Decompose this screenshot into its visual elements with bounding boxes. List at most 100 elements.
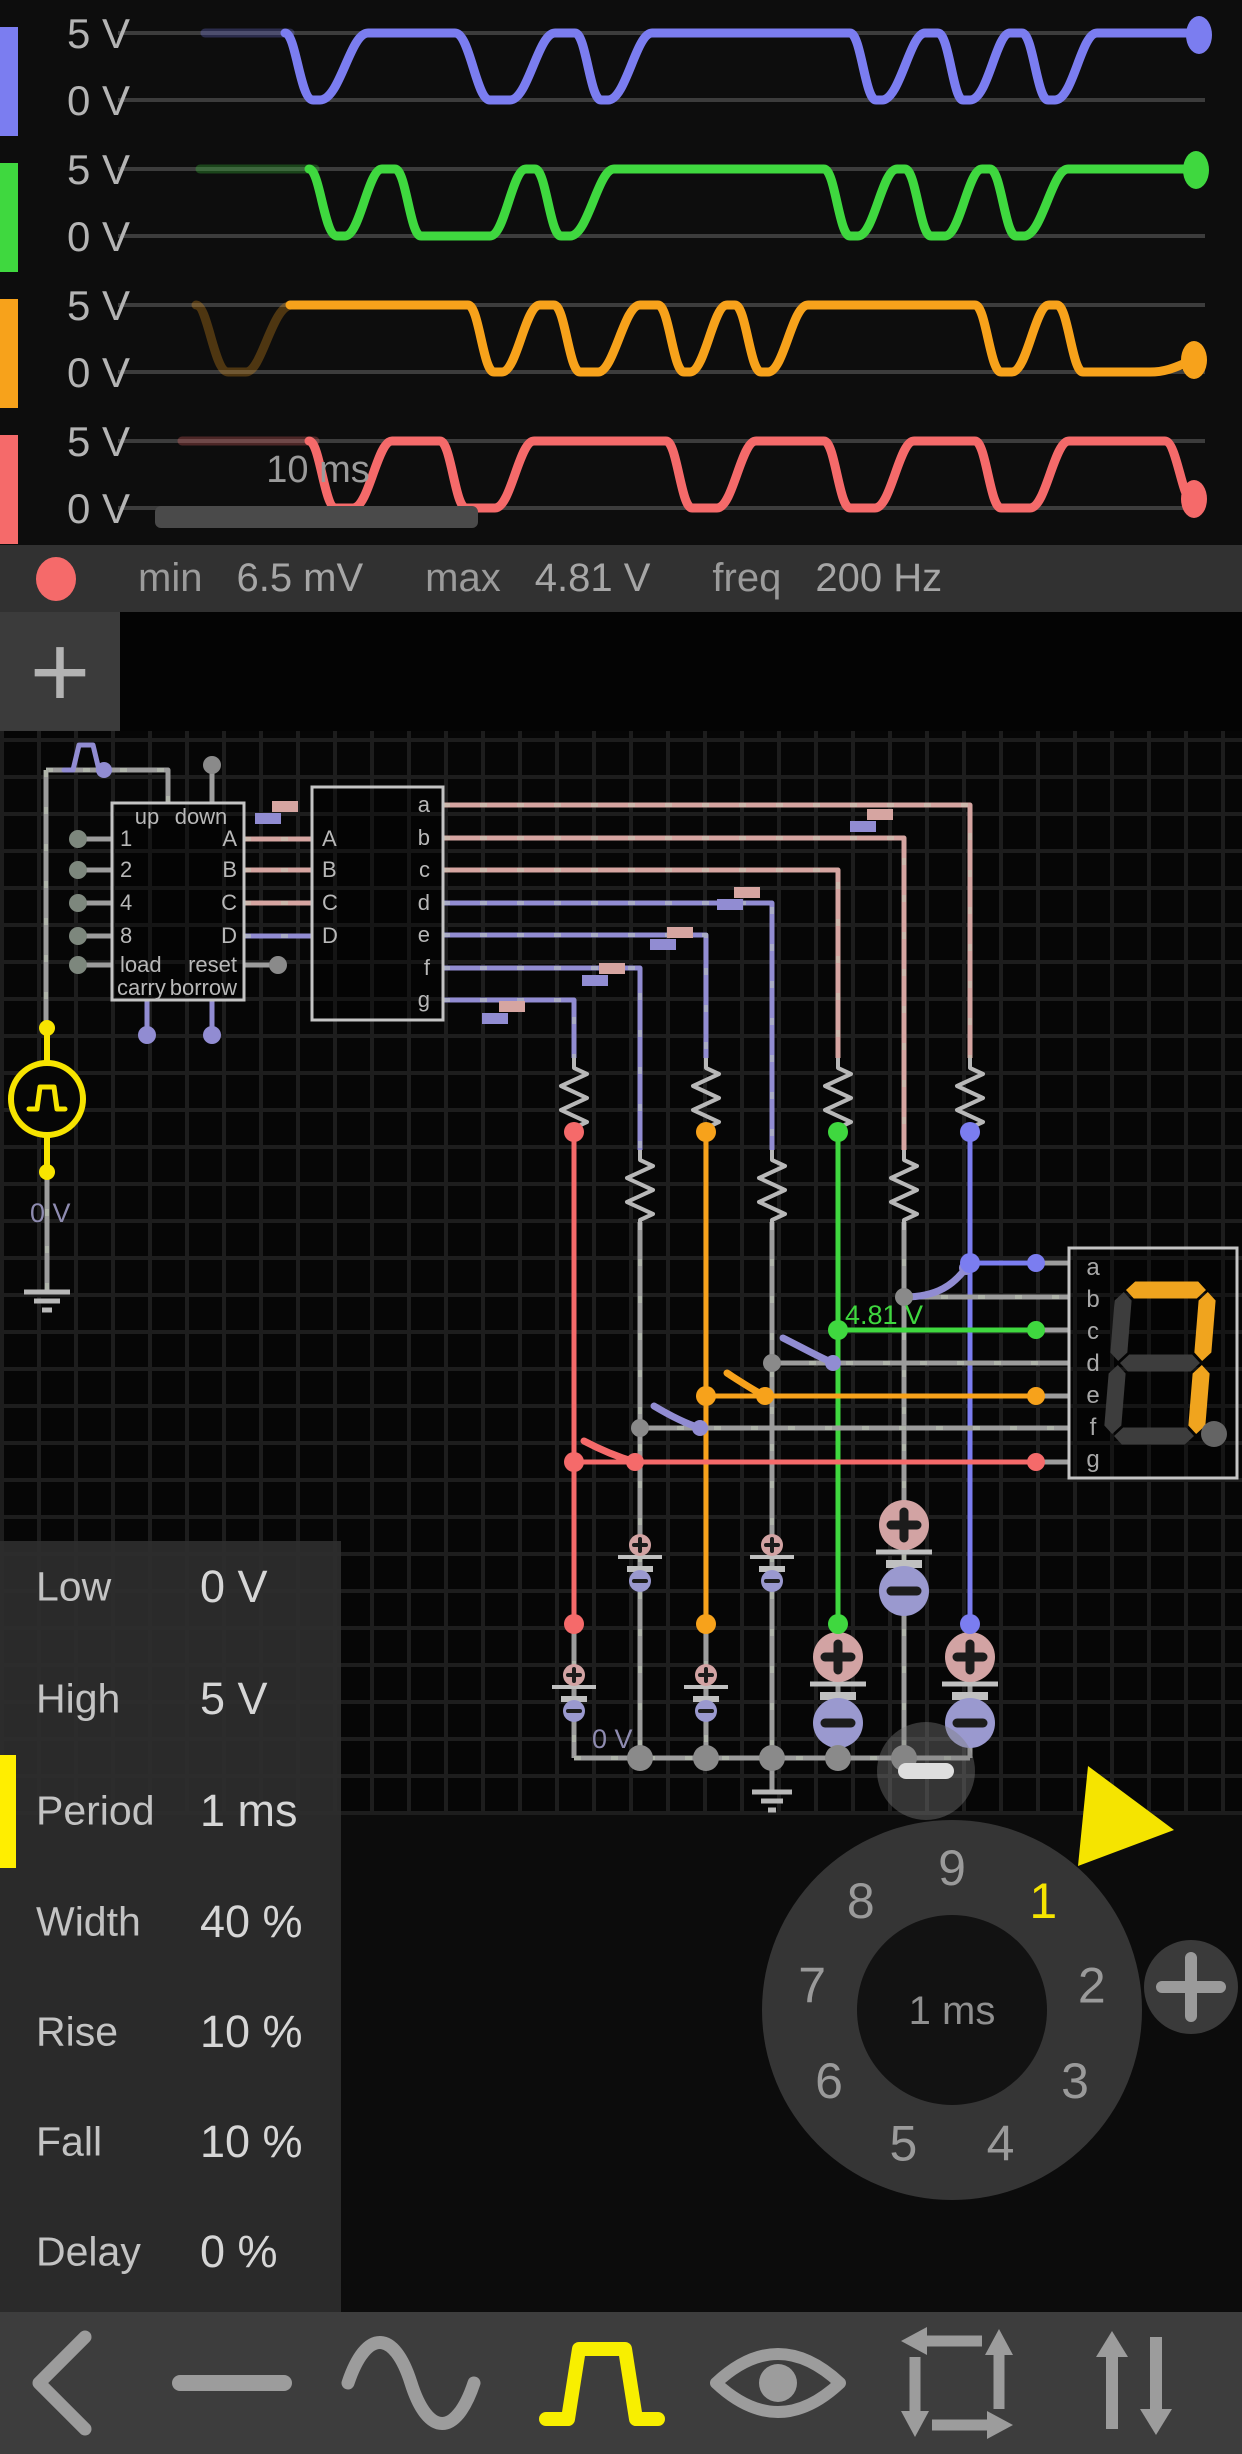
property-row-width[interactable]: Width 40 % xyxy=(36,1895,303,1947)
battery[interactable] xyxy=(942,1632,998,1748)
scope-probe-button[interactable] xyxy=(708,2312,848,2454)
time-scale-bar[interactable] xyxy=(155,506,478,528)
svg-text:borrow: borrow xyxy=(170,975,237,1000)
svg-text:A: A xyxy=(322,826,337,851)
svg-text:B: B xyxy=(322,857,337,882)
dial-number-6[interactable]: 6 xyxy=(815,2053,843,2109)
zoom-out-button[interactable] xyxy=(877,1722,975,1820)
sine-wave-icon xyxy=(341,2336,481,2430)
pulse-wave-icon xyxy=(539,2342,665,2426)
battery[interactable] xyxy=(810,1632,866,1748)
svg-text:f: f xyxy=(1090,1414,1097,1441)
pulse-source-button[interactable] xyxy=(532,2312,672,2454)
segment-c xyxy=(1188,1365,1210,1434)
battery[interactable] xyxy=(552,1664,596,1722)
pulse-symbol xyxy=(61,742,111,773)
channel-1: 5 V0 V xyxy=(0,10,1212,136)
measurement-bar: min 6.5 mV max 4.81 V freq 200 Hz xyxy=(0,545,1242,612)
channel-4-cursor-dot xyxy=(1181,480,1207,518)
segment-g xyxy=(1119,1354,1200,1372)
svg-text:5 V: 5 V xyxy=(67,282,130,329)
svg-text:e: e xyxy=(1086,1382,1099,1409)
min-label: min xyxy=(138,556,203,600)
channel-2-cursor-dot xyxy=(1183,151,1209,189)
voltage-label: 0 V xyxy=(592,1724,633,1754)
channel-1-cursor-dot xyxy=(1186,16,1212,54)
svg-text:5 V: 5 V xyxy=(67,10,130,57)
svg-text:load: load xyxy=(120,952,162,977)
chevron-left-icon xyxy=(32,2330,92,2436)
svg-text:c: c xyxy=(1087,1318,1099,1345)
ground-symbol[interactable] xyxy=(752,1789,792,1813)
svg-text:a: a xyxy=(1086,1254,1100,1281)
svg-text:carry: carry xyxy=(117,975,166,1000)
batteries[interactable] xyxy=(552,1500,998,1748)
svg-text:0 V: 0 V xyxy=(67,213,130,260)
property-row-low[interactable]: Low 0 V xyxy=(36,1560,268,1612)
segment-d xyxy=(1114,1427,1194,1445)
property-row-fall[interactable]: Fall 10 % xyxy=(36,2115,303,2167)
voltage-label: 0 V xyxy=(30,1198,71,1228)
pulse-properties-panel: Low 0 V High 5 V Period 1 ms Width 40 % … xyxy=(0,1541,341,2312)
import-export-button[interactable] xyxy=(1064,2312,1204,2454)
bottom-toolbar xyxy=(0,2312,1242,2454)
svg-text:8: 8 xyxy=(120,923,132,948)
ground-symbol[interactable] xyxy=(24,1289,70,1313)
svg-text:g: g xyxy=(418,987,430,1012)
battery[interactable] xyxy=(876,1500,932,1616)
eye-icon xyxy=(710,2348,846,2418)
time-scale-label: 10 ms xyxy=(266,449,369,491)
dial-number-3[interactable]: 3 xyxy=(1061,2053,1089,2109)
resistor xyxy=(889,1150,919,1230)
svg-text:d: d xyxy=(418,890,430,915)
battery[interactable] xyxy=(618,1534,662,1592)
dial-number-4[interactable]: 4 xyxy=(987,2115,1015,2171)
minus-icon xyxy=(898,1763,954,1779)
dial-plus-button[interactable] xyxy=(1144,1940,1238,2034)
dial-number-7[interactable]: 7 xyxy=(798,1957,826,2013)
channel-1-color-bar xyxy=(0,27,18,136)
dial-number-2[interactable]: 2 xyxy=(1078,1957,1106,2013)
add-probe-button[interactable]: + xyxy=(0,612,120,731)
dial-number-1[interactable]: 1 xyxy=(1029,1873,1057,1929)
dial-number-5[interactable]: 5 xyxy=(890,2115,918,2171)
wire-nodes xyxy=(39,756,1045,1771)
channel-indicator-dot[interactable] xyxy=(36,556,76,601)
channel-4-color-bar xyxy=(0,435,18,544)
sine-source-button[interactable] xyxy=(341,2312,481,2454)
resistor xyxy=(757,1150,787,1230)
dial-number-9[interactable]: 9 xyxy=(938,1840,966,1896)
battery[interactable] xyxy=(750,1534,794,1592)
max-label: max xyxy=(425,556,501,600)
channel-3: 5 V0 V xyxy=(0,282,1207,408)
square-wave-source[interactable] xyxy=(8,1060,86,1138)
property-row-delay[interactable]: Delay 0 % xyxy=(36,2225,278,2277)
svg-text:B: B xyxy=(222,857,237,882)
svg-text:5 V: 5 V xyxy=(67,418,130,465)
property-row-rise[interactable]: Rise 10 % xyxy=(36,2005,303,2057)
svg-text:b: b xyxy=(418,825,430,850)
battery[interactable] xyxy=(684,1664,728,1722)
dc-source-button[interactable] xyxy=(162,2312,302,2454)
svg-text:b: b xyxy=(1086,1286,1099,1313)
svg-text:c: c xyxy=(419,857,430,882)
property-row-high[interactable]: High 5 V xyxy=(36,1672,268,1724)
back-button[interactable] xyxy=(0,2312,129,2454)
dial-number-8[interactable]: 8 xyxy=(847,1873,875,1929)
run-reset-button[interactable] xyxy=(887,2312,1027,2454)
selected-property-marker xyxy=(0,1755,16,1868)
resistor xyxy=(625,1150,655,1230)
property-row-period[interactable]: Period 1 ms xyxy=(36,1784,298,1836)
svg-text:D: D xyxy=(221,923,237,948)
svg-text:5 V: 5 V xyxy=(67,146,130,193)
segment-f xyxy=(1110,1292,1132,1361)
svg-text:C: C xyxy=(322,890,338,915)
svg-text:A: A xyxy=(222,826,237,851)
channel-3-cursor-dot xyxy=(1181,341,1207,379)
